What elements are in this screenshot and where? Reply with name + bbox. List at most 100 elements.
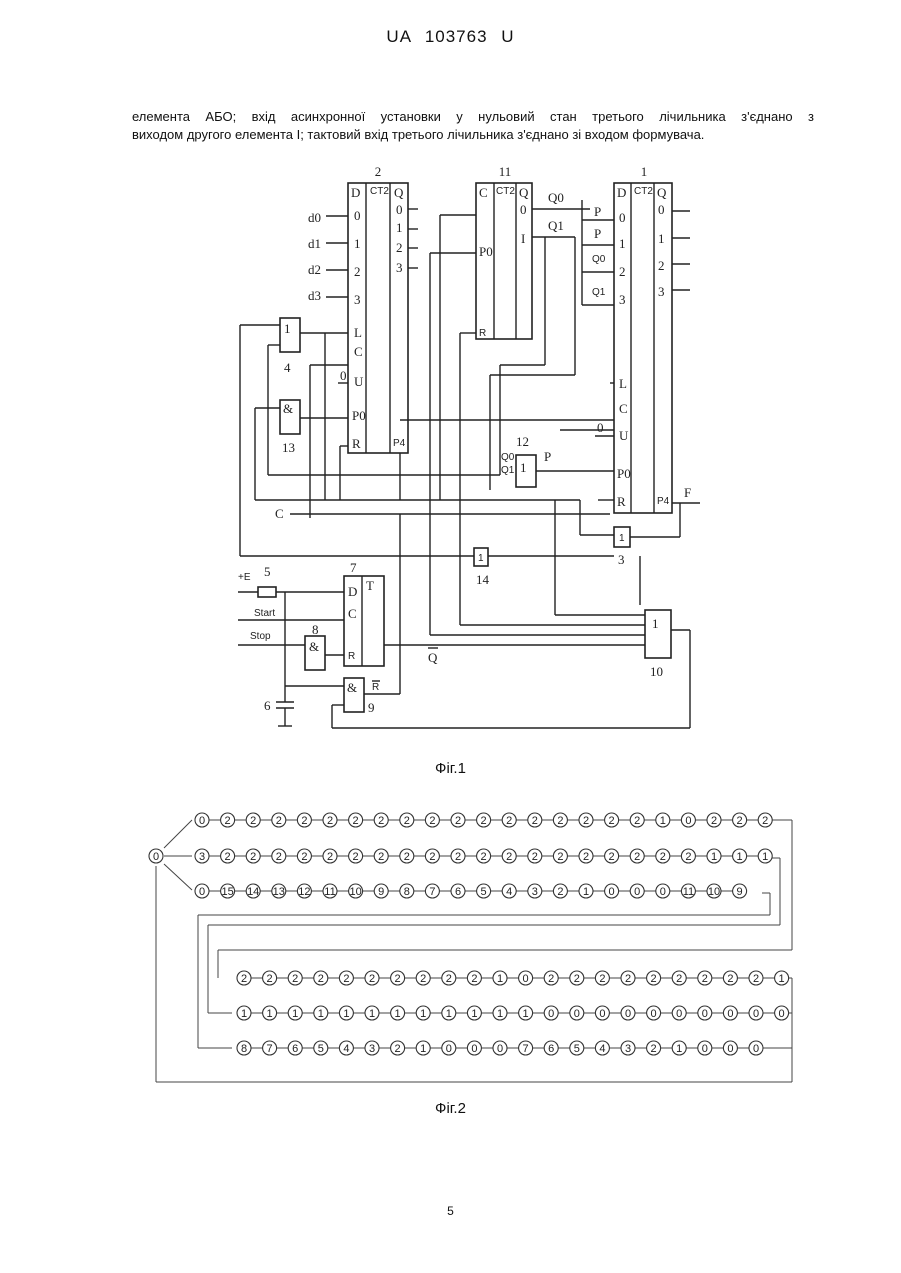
pin-label: Q <box>394 185 404 200</box>
gate-symbol: 1 <box>520 460 527 475</box>
svg-text:1: 1 <box>676 1043 682 1055</box>
state-node: 0 <box>647 1006 661 1020</box>
state-node: 2 <box>400 849 414 863</box>
pin-label: 2 <box>354 264 361 279</box>
element-number: 13 <box>282 440 295 455</box>
pin-label: C <box>348 606 357 621</box>
svg-text:3: 3 <box>625 1043 631 1055</box>
svg-text:2: 2 <box>506 851 512 863</box>
state-node: 2 <box>579 813 593 827</box>
input-label: d0 <box>308 210 321 225</box>
state-node: 0 <box>467 1041 481 1055</box>
pin-label: 3 <box>658 284 665 299</box>
state-node: 2 <box>349 849 363 863</box>
state-node: 2 <box>707 813 721 827</box>
svg-text:2: 2 <box>660 851 666 863</box>
state-node: 2 <box>365 971 379 985</box>
state-node: 2 <box>553 813 567 827</box>
pin-label: 1 <box>658 231 665 246</box>
state-node: 2 <box>272 813 286 827</box>
svg-text:7: 7 <box>523 1043 529 1055</box>
svg-text:2: 2 <box>395 973 401 985</box>
state-node: 2 <box>749 971 763 985</box>
state-node: 9 <box>374 884 388 898</box>
input-label: d3 <box>308 288 321 303</box>
state-node: 0 <box>656 884 670 898</box>
state-node: 2 <box>579 849 593 863</box>
pin-label: R <box>352 436 361 451</box>
svg-text:2: 2 <box>651 1043 657 1055</box>
svg-text:0: 0 <box>634 886 640 898</box>
svg-text:0: 0 <box>625 1008 631 1020</box>
svg-text:2: 2 <box>506 815 512 827</box>
state-node: 2 <box>570 971 584 985</box>
svg-text:2: 2 <box>481 851 487 863</box>
svg-text:1: 1 <box>446 1008 452 1020</box>
state-node: 2 <box>467 971 481 985</box>
svg-text:0: 0 <box>153 851 159 863</box>
signal-label: Q0 <box>548 190 564 205</box>
svg-text:0: 0 <box>199 886 205 898</box>
state-node: 0 <box>493 1041 507 1055</box>
state-node: 2 <box>630 813 644 827</box>
svg-text:2: 2 <box>532 851 538 863</box>
svg-text:2: 2 <box>625 973 631 985</box>
svg-text:10: 10 <box>708 886 720 898</box>
element-number: 4 <box>284 360 291 375</box>
svg-text:1: 1 <box>737 851 743 863</box>
state-node: 2 <box>339 971 353 985</box>
pin-label: D <box>617 185 626 200</box>
pin-label: 0 <box>396 202 403 217</box>
signal-label: Q <box>428 650 438 665</box>
state-node: 4 <box>595 1041 609 1055</box>
svg-text:2: 2 <box>378 815 384 827</box>
state-node: 2 <box>416 971 430 985</box>
state-node: 3 <box>365 1041 379 1055</box>
state-node: 2 <box>288 971 302 985</box>
gate-symbol: 1 <box>478 553 484 564</box>
element-number: 9 <box>368 700 375 715</box>
signal-label: R <box>372 682 379 693</box>
state-node: 3 <box>621 1041 635 1055</box>
svg-text:2: 2 <box>471 973 477 985</box>
state-node: 2 <box>656 849 670 863</box>
svg-text:0: 0 <box>702 1008 708 1020</box>
svg-text:15: 15 <box>221 886 233 898</box>
pin-label: 2 <box>658 258 665 273</box>
state-node: 12 <box>297 884 311 898</box>
pin-label: 2 <box>619 264 626 279</box>
state-node: 1 <box>237 1006 251 1020</box>
svg-text:13: 13 <box>273 886 285 898</box>
gate-symbol: & <box>347 680 357 695</box>
state-node: 2 <box>451 849 465 863</box>
state-node: 2 <box>263 971 277 985</box>
svg-text:8: 8 <box>404 886 410 898</box>
state-node: 2 <box>528 813 542 827</box>
state-node: 2 <box>323 813 337 827</box>
svg-text:2: 2 <box>455 851 461 863</box>
svg-text:1: 1 <box>395 1008 401 1020</box>
svg-text:1: 1 <box>660 815 666 827</box>
gate-symbol: 1 <box>284 321 291 336</box>
state-node: 1 <box>314 1006 328 1020</box>
svg-text:0: 0 <box>727 1043 733 1055</box>
signal-label: P <box>594 226 601 241</box>
svg-text:2: 2 <box>711 815 717 827</box>
svg-text:0: 0 <box>727 1008 733 1020</box>
state-node: 0 <box>519 971 533 985</box>
pin-label: Q <box>657 185 667 200</box>
state-node: 0 <box>544 1006 558 1020</box>
state-node: 2 <box>451 813 465 827</box>
svg-text:2: 2 <box>737 815 743 827</box>
svg-text:14: 14 <box>247 886 259 898</box>
element-number: 6 <box>264 698 271 713</box>
svg-text:2: 2 <box>753 973 759 985</box>
svg-text:11: 11 <box>324 886 335 898</box>
svg-text:1: 1 <box>369 1008 375 1020</box>
svg-text:1: 1 <box>267 1008 273 1020</box>
pin-label: 1 <box>396 220 403 235</box>
svg-text:2: 2 <box>429 851 435 863</box>
pin-label: 3 <box>354 292 361 307</box>
counter-2-ct: CT2 <box>370 186 389 197</box>
svg-text:2: 2 <box>241 973 247 985</box>
